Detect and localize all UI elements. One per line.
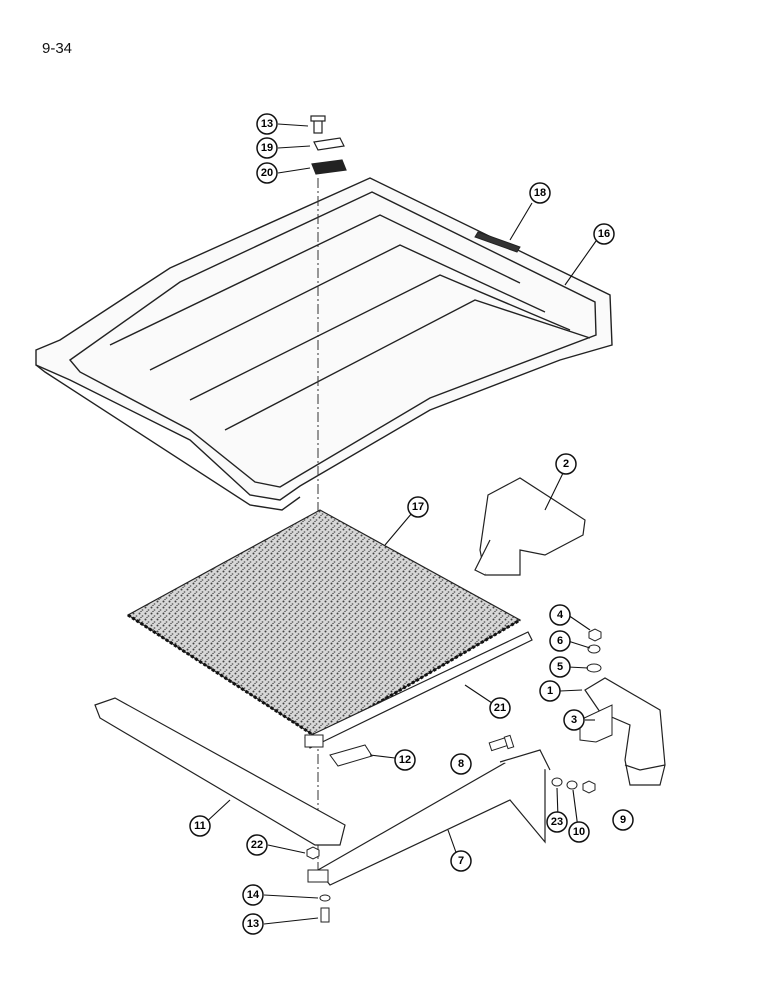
callout-14: 14	[242, 884, 264, 906]
canopy-roof	[35, 177, 613, 511]
callout-13-bottom: 13	[242, 913, 264, 935]
callout-19: 19	[256, 137, 278, 159]
callout-5: 5	[549, 656, 571, 678]
support-arm-11	[94, 697, 346, 846]
callout-5-label: 5	[557, 661, 563, 673]
bracket-1	[584, 677, 666, 786]
callout-11: 11	[189, 815, 211, 837]
callout-6: 6	[549, 630, 571, 652]
callout-20-label: 20	[261, 167, 273, 179]
callout-22-label: 22	[251, 839, 263, 851]
nuts-washers	[586, 628, 602, 673]
page-number: 9-34	[42, 40, 73, 57]
callout-10: 10	[568, 821, 590, 843]
callout-9: 9	[612, 809, 634, 831]
callout-6-label: 6	[557, 635, 563, 647]
callout-13: 13	[256, 113, 278, 135]
callout-23: 23	[546, 811, 568, 833]
callout-18-label: 18	[534, 187, 546, 199]
bracket-2	[474, 477, 586, 576]
callout-1-label: 1	[547, 685, 553, 697]
bottom-fasteners	[306, 846, 331, 923]
callout-16-label: 16	[598, 228, 610, 240]
callout-11-label: 11	[194, 820, 206, 832]
callout-22: 22	[246, 834, 268, 856]
callout-4: 4	[549, 604, 571, 626]
callout-16: 16	[593, 223, 615, 245]
callout-2: 2	[555, 453, 577, 475]
callout-23-label: 23	[551, 816, 563, 828]
callouts: 13 19 20 18 16 2 17 4 6 5 1 3 21 12 8 11…	[189, 113, 634, 935]
foam-pad	[126, 509, 522, 740]
callout-8: 8	[450, 753, 472, 775]
callout-13-label: 13	[261, 118, 273, 130]
callout-8-label: 8	[458, 758, 464, 770]
callout-14-label: 14	[247, 889, 260, 901]
callout-9-label: 9	[620, 814, 626, 826]
callout-4-label: 4	[557, 609, 564, 621]
support-arm-7	[317, 749, 551, 886]
callout-19-label: 19	[261, 142, 273, 154]
callout-12-label: 12	[399, 754, 411, 766]
clip-3	[579, 704, 613, 743]
callout-21-label: 21	[494, 702, 506, 714]
callout-3: 3	[563, 709, 585, 731]
callout-17: 17	[407, 496, 429, 518]
callout-7-label: 7	[458, 855, 464, 867]
top-fasteners	[310, 115, 347, 175]
callout-10-label: 10	[573, 826, 585, 838]
bolt-8	[488, 734, 515, 752]
callout-12: 12	[394, 749, 416, 771]
leader-lines	[202, 123, 597, 925]
plate-12	[329, 744, 373, 767]
callout-18: 18	[529, 182, 551, 204]
callout-2-label: 2	[563, 458, 569, 470]
strip-18	[474, 231, 521, 253]
washers-23-10	[551, 777, 596, 794]
callout-7: 7	[450, 850, 472, 872]
callout-13-bottom-label: 13	[247, 918, 259, 930]
callout-3-label: 3	[571, 714, 577, 726]
callout-1: 1	[539, 680, 561, 702]
callout-21: 21	[489, 697, 511, 719]
callout-20: 20	[256, 162, 278, 184]
callout-17-label: 17	[412, 501, 424, 513]
